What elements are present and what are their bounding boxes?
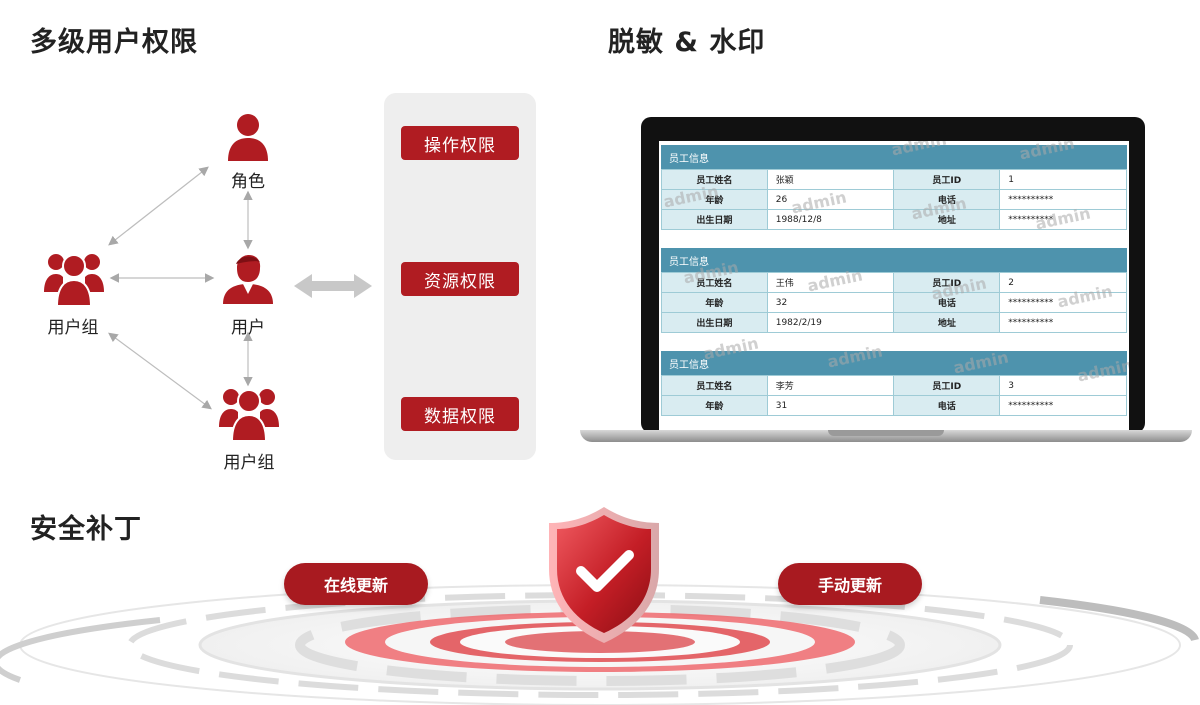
field-label: 员工姓名 [661,272,768,293]
table-row: 员工姓名 张颖 员工ID 1 [661,169,1127,190]
field-label: 员工姓名 [661,375,768,396]
card-header: 员工信息 [661,351,1127,375]
radar-ring-graphic [0,584,1199,705]
role-node [226,112,270,166]
role-label: 角色 [231,172,265,192]
field-value: 26 [766,189,895,210]
card-header: 员工信息 [661,145,1127,169]
field-label: 出生日期 [661,209,768,230]
field-value: 王伟 [766,272,895,293]
laptop-screen: 员工信息 员工姓名 张颖 员工ID 1 年龄 26 电话 ********** … [641,117,1145,433]
user-group-icon [44,254,104,307]
field-label: 电话 [893,395,1001,416]
patch-section-title: 安全补丁 [30,514,142,545]
user-group-label-left: 用户组 [47,318,99,338]
bidirectional-arrow-icon [294,274,372,298]
field-value: ********** [999,209,1127,230]
manual-update-button[interactable]: 手动更新 [778,563,922,605]
field-label: 电话 [893,292,1001,313]
field-value: 31 [766,395,895,416]
table-row: 员工姓名 李芳 员工ID 3 [661,375,1127,396]
laptop-notch [828,430,944,436]
shield-check-icon [549,507,659,643]
employee-table: 员工姓名 王伟 员工ID 2 年龄 32 电话 ********** 出生日期 … [661,272,1127,333]
connector-group-role [108,166,209,246]
table-row: 员工姓名 王伟 员工ID 2 [661,272,1127,293]
field-value: 李芳 [766,375,895,396]
table-row: 年龄 32 电话 ********** [661,292,1127,313]
field-value: 1 [999,169,1127,190]
field-label: 地址 [893,312,1001,333]
table-row: 出生日期 1982/2/19 地址 ********** [661,312,1127,333]
user-icon [223,255,273,304]
field-value: 1988/12/8 [766,209,895,230]
field-value: ********** [999,189,1127,210]
laptop-base [580,430,1192,442]
user-node [223,254,273,308]
user-label: 用户 [231,318,265,338]
field-label: 年龄 [661,395,768,416]
field-label: 年龄 [661,292,768,313]
user-group-node-left [44,250,104,312]
user-group-label-bottom: 用户组 [223,453,275,473]
field-label: 员工ID [893,169,1001,190]
employee-table: 员工姓名 张颖 员工ID 1 年龄 26 电话 ********** 出生日期 … [661,169,1127,230]
operation-permission-badge: 操作权限 [401,126,519,160]
card-header: 员工信息 [661,248,1127,272]
field-value: 1982/2/19 [766,312,895,333]
single-user-icon [228,114,268,161]
permission-diagram-connectors [108,166,372,410]
resource-permission-badge: 资源权限 [401,262,519,296]
field-value: ********** [999,395,1127,416]
user-group-node-bottom [219,385,279,447]
field-value: 张颖 [766,169,895,190]
field-value: ********** [999,312,1127,333]
field-label: 出生日期 [661,312,768,333]
data-permission-badge: 数据权限 [401,397,519,431]
laptop-display: 员工信息 员工姓名 张颖 员工ID 1 年龄 26 电话 ********** … [659,141,1129,433]
field-value: 32 [766,292,895,313]
field-label: 员工ID [893,272,1001,293]
field-label: 员工ID [893,375,1001,396]
masking-section-title: 脱敏 & 水印 [608,27,766,58]
table-row: 年龄 31 电话 ********** [661,395,1127,416]
online-update-button[interactable]: 在线更新 [284,563,428,605]
user-group-icon [219,389,279,442]
field-value: 3 [999,375,1127,396]
employee-card: 员工信息 员工姓名 张颖 员工ID 1 年龄 26 电话 ********** … [661,145,1127,230]
permissions-section-title: 多级用户权限 [30,27,198,58]
employee-card: 员工信息 员工姓名 王伟 员工ID 2 年龄 32 电话 ********** … [661,248,1127,333]
employee-table: 员工姓名 李芳 员工ID 3 年龄 31 电话 ********** [661,375,1127,416]
table-row: 出生日期 1988/12/8 地址 ********** [661,209,1127,230]
employee-card: 员工信息 员工姓名 李芳 员工ID 3 年龄 31 电话 ********** [661,351,1127,416]
connector-group-group [108,332,212,410]
field-value: ********** [999,292,1127,313]
field-label: 地址 [893,209,1001,230]
table-row: 年龄 26 电话 ********** [661,189,1127,210]
